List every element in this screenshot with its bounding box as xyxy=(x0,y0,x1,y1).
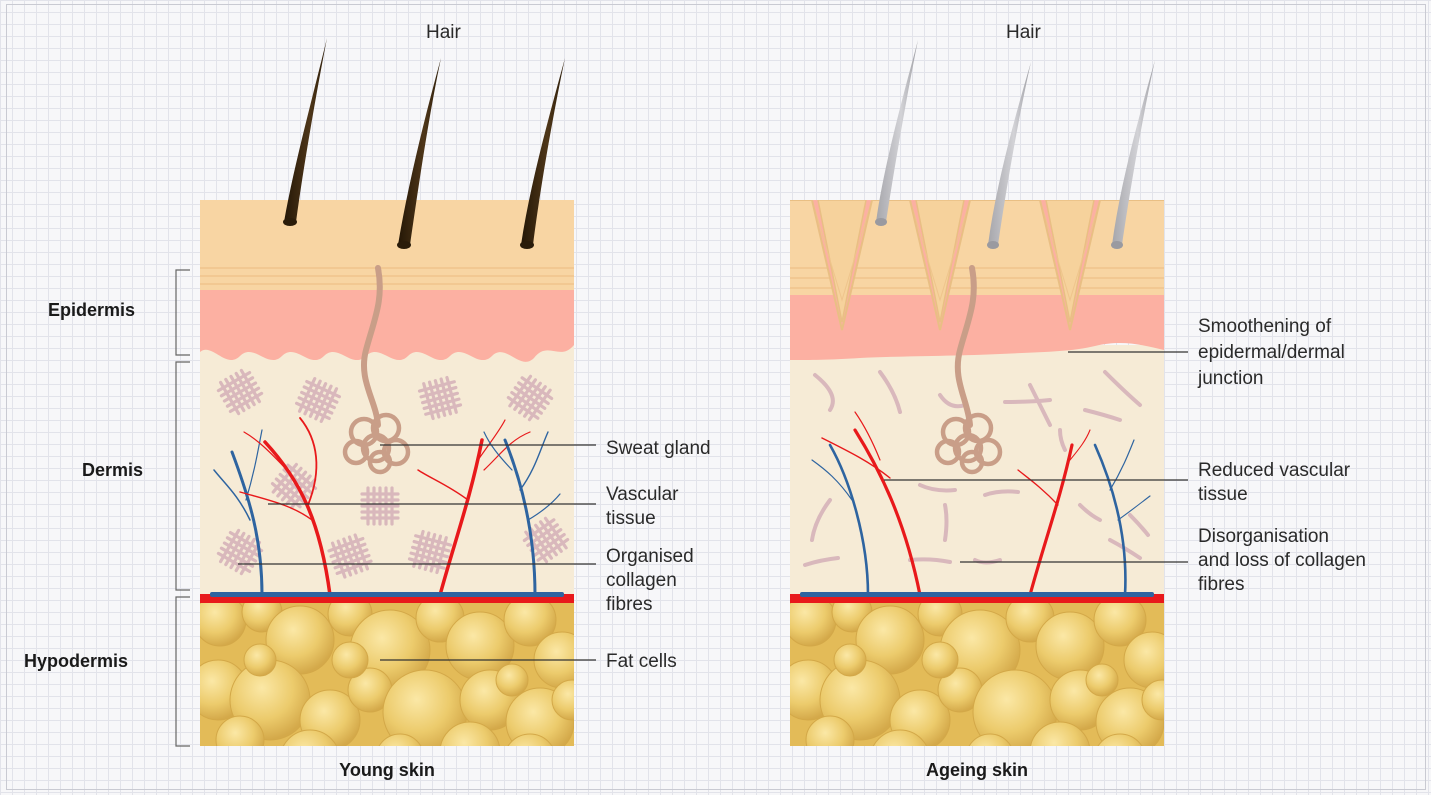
fat-cell xyxy=(332,642,368,678)
fat-cell xyxy=(552,680,592,720)
fat-cell xyxy=(244,644,276,676)
fat-cell xyxy=(806,716,854,764)
sweat-gland-label: Sweat gland xyxy=(606,438,711,459)
ageing-hair-1 xyxy=(876,40,918,222)
fat-cell xyxy=(216,716,264,764)
reduced-vascular-label: Reduced vascular tissue xyxy=(1198,460,1355,505)
young-skin-illustration xyxy=(188,38,592,790)
epidermis-label: Epidermis xyxy=(48,300,135,320)
organised-collagen-label: Organised collagen fibres xyxy=(606,546,699,615)
ageing-skin-caption: Ageing skin xyxy=(926,760,1028,780)
young-skin-caption: Young skin xyxy=(339,760,435,780)
young-hair-label: Hair xyxy=(426,22,462,43)
fat-cell xyxy=(1094,734,1146,786)
fat-cell xyxy=(280,730,340,790)
collagen-fibre xyxy=(945,505,947,540)
collagen-bundle xyxy=(362,488,398,524)
hypodermis-label: Hypodermis xyxy=(24,651,128,671)
collagen-fibre xyxy=(1005,400,1050,402)
collagen-loss-label: Disorganisation and loss of collagen fib… xyxy=(1198,526,1371,595)
fat-cell xyxy=(496,664,528,696)
fat-cell xyxy=(922,642,958,678)
fat-cell xyxy=(1124,632,1180,688)
fat-cell xyxy=(504,734,556,786)
vascular-tissue-label: Vascular tissue xyxy=(606,484,684,529)
fat-cell xyxy=(834,644,866,676)
junction-smoothening-label: Smoothening of epidermal/dermal junction xyxy=(1197,316,1350,389)
fat-cell xyxy=(1030,722,1090,782)
fat-cells-label: Fat cells xyxy=(606,651,677,672)
layer-brackets xyxy=(176,270,190,746)
fat-cell xyxy=(1142,680,1182,720)
young-hair-1 xyxy=(284,38,327,222)
ageing-hair-label: Hair xyxy=(1006,22,1042,43)
fat-cell xyxy=(1086,664,1118,696)
ageing-skin-illustration xyxy=(778,40,1182,790)
fat-cell xyxy=(440,722,500,782)
dermis-label: Dermis xyxy=(82,460,143,480)
fat-cell xyxy=(870,730,930,790)
